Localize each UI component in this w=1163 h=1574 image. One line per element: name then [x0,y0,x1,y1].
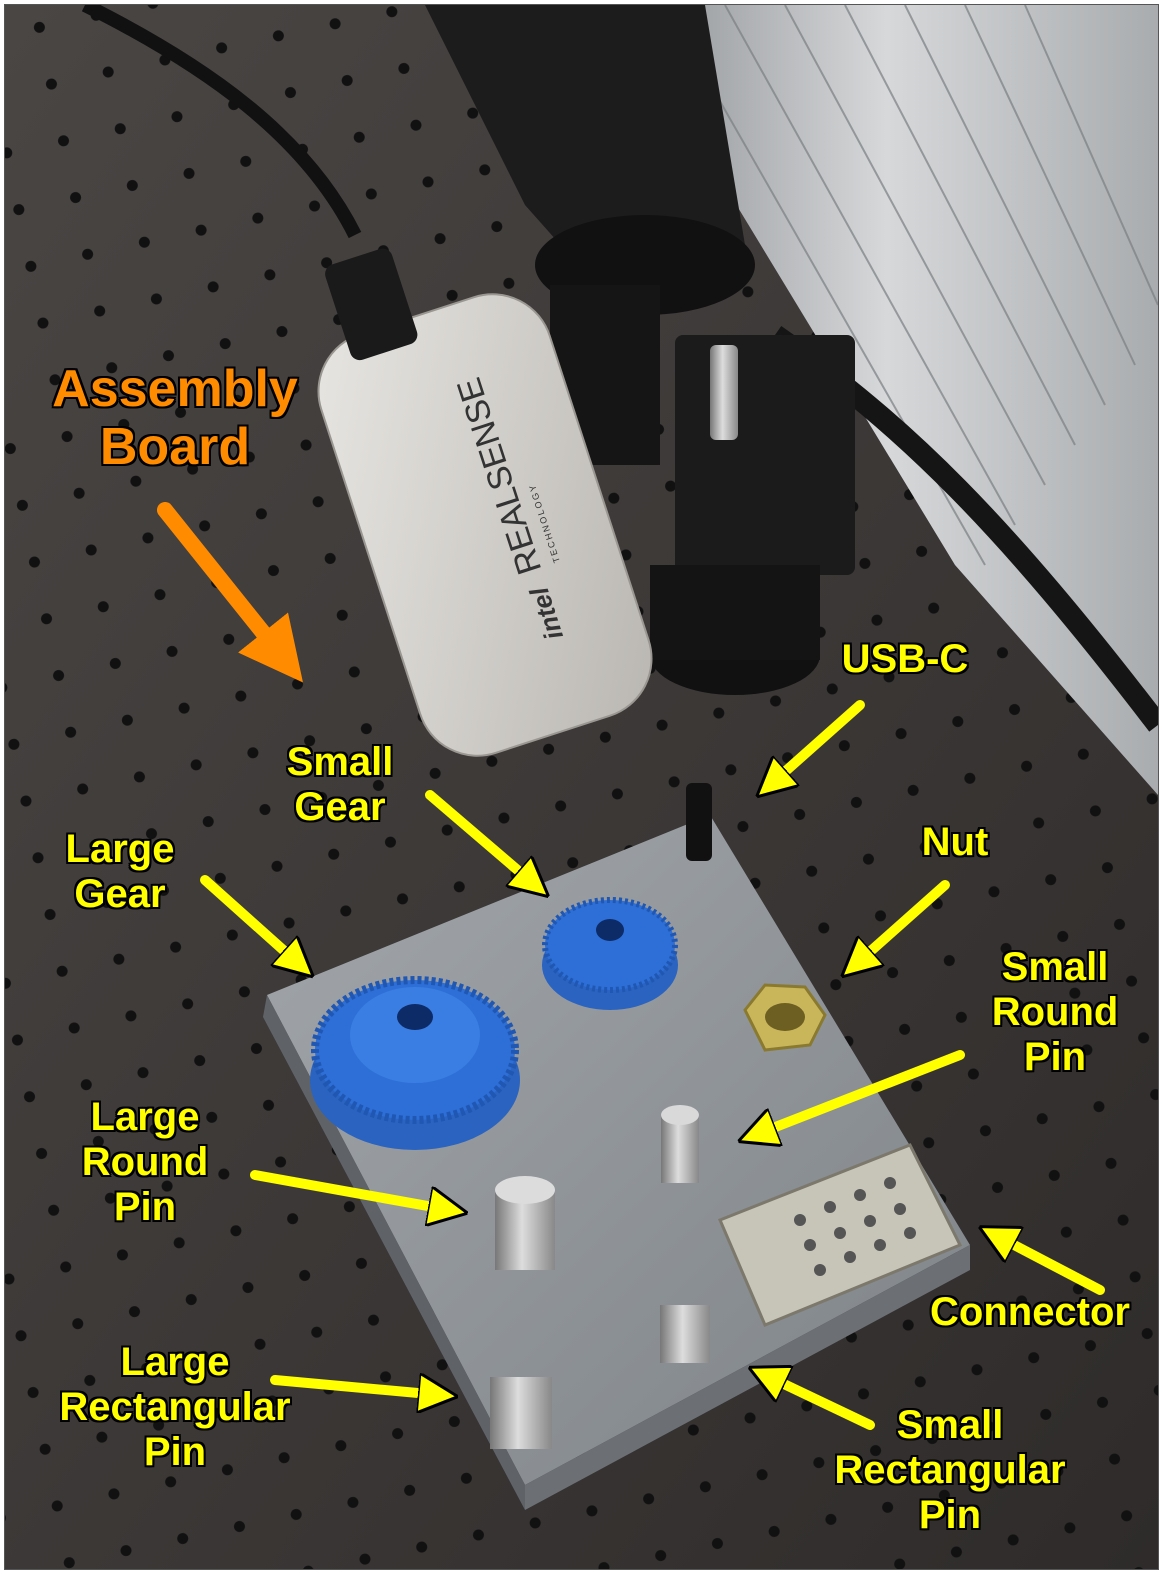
assembly-photo: REALSENSE intel TECHNOLOGY [5,5,1158,1569]
label-line: Board [99,418,251,477]
small-gear [542,897,678,1010]
large-round-pin [495,1176,555,1270]
aluminium-rail [615,5,1158,795]
rail-grooves [664,5,1158,566]
usb-plug [325,248,418,361]
arrow-large-rect-pin [270,1380,440,1395]
label-line: USB-C [841,637,969,681]
label-line: Pin [113,1184,177,1229]
label-line: Round [81,1139,209,1184]
arrow-connector [995,1235,1105,1295]
label-assembly-board: Assembly Board [25,360,325,476]
realsense-camera: REALSENSE intel TECHNOLOGY [317,248,653,757]
label-line: Small [896,1403,1004,1447]
label-line: Nut [921,820,989,864]
label-line: Pin [918,1492,982,1537]
camera-connector-plug [710,345,738,440]
label-line: Gear [74,871,166,916]
label-small-round-pin: Small Round Pin [965,945,1145,1079]
label-usb-c: USB-C [805,637,1005,682]
label-line: Rectangular [834,1447,1066,1492]
arrow-small-round-pin [755,1050,965,1135]
large-gear [310,976,520,1150]
label-large-round-pin: Large Round Pin [50,1095,240,1229]
usb-c-port [686,783,712,861]
label-line: Large [65,827,175,871]
label-line: Round [991,989,1119,1034]
small-rectangular-pin [660,1305,710,1363]
image-frame: REALSENSE intel TECHNOLOGY [4,4,1159,1570]
label-line: Small [1001,945,1109,989]
label-line: Rectangular [59,1384,291,1429]
arrow-large-gear [200,875,300,965]
label-line: Gear [294,784,386,829]
arrow-nut [855,880,950,965]
label-nut: Nut [875,820,1035,865]
camera-cable [81,5,362,239]
arrow-large-round-pin [250,1170,450,1210]
arrow-small-gear [425,790,535,885]
label-line: Assembly [52,360,298,418]
label-line: Large [90,1095,200,1139]
arrow-small-rect-pin [765,1375,875,1430]
label-line: Pin [1023,1034,1087,1079]
industrial-camera-body [675,335,855,575]
multi-pin-connector [718,1143,963,1327]
label-small-gear: Small Gear [245,740,435,830]
label-line: Pin [143,1429,207,1474]
lens-barrel [650,565,820,660]
arrow-assembly-board [157,502,303,683]
small-round-pin [661,1105,699,1183]
hex-nut [743,983,827,1052]
label-connector: Connector [910,1290,1150,1335]
label-line: Connector [930,1290,1130,1334]
label-large-rect-pin: Large Rectangular Pin [35,1340,315,1474]
label-line: Large [120,1340,230,1384]
large-rectangular-pin [490,1377,552,1449]
annotation-arrows [157,502,1105,1430]
label-large-gear: Large Gear [25,827,215,917]
arrow-usb-c [770,700,865,785]
label-small-rect-pin: Small Rectangular Pin [810,1403,1090,1537]
label-line: Small [286,740,394,784]
